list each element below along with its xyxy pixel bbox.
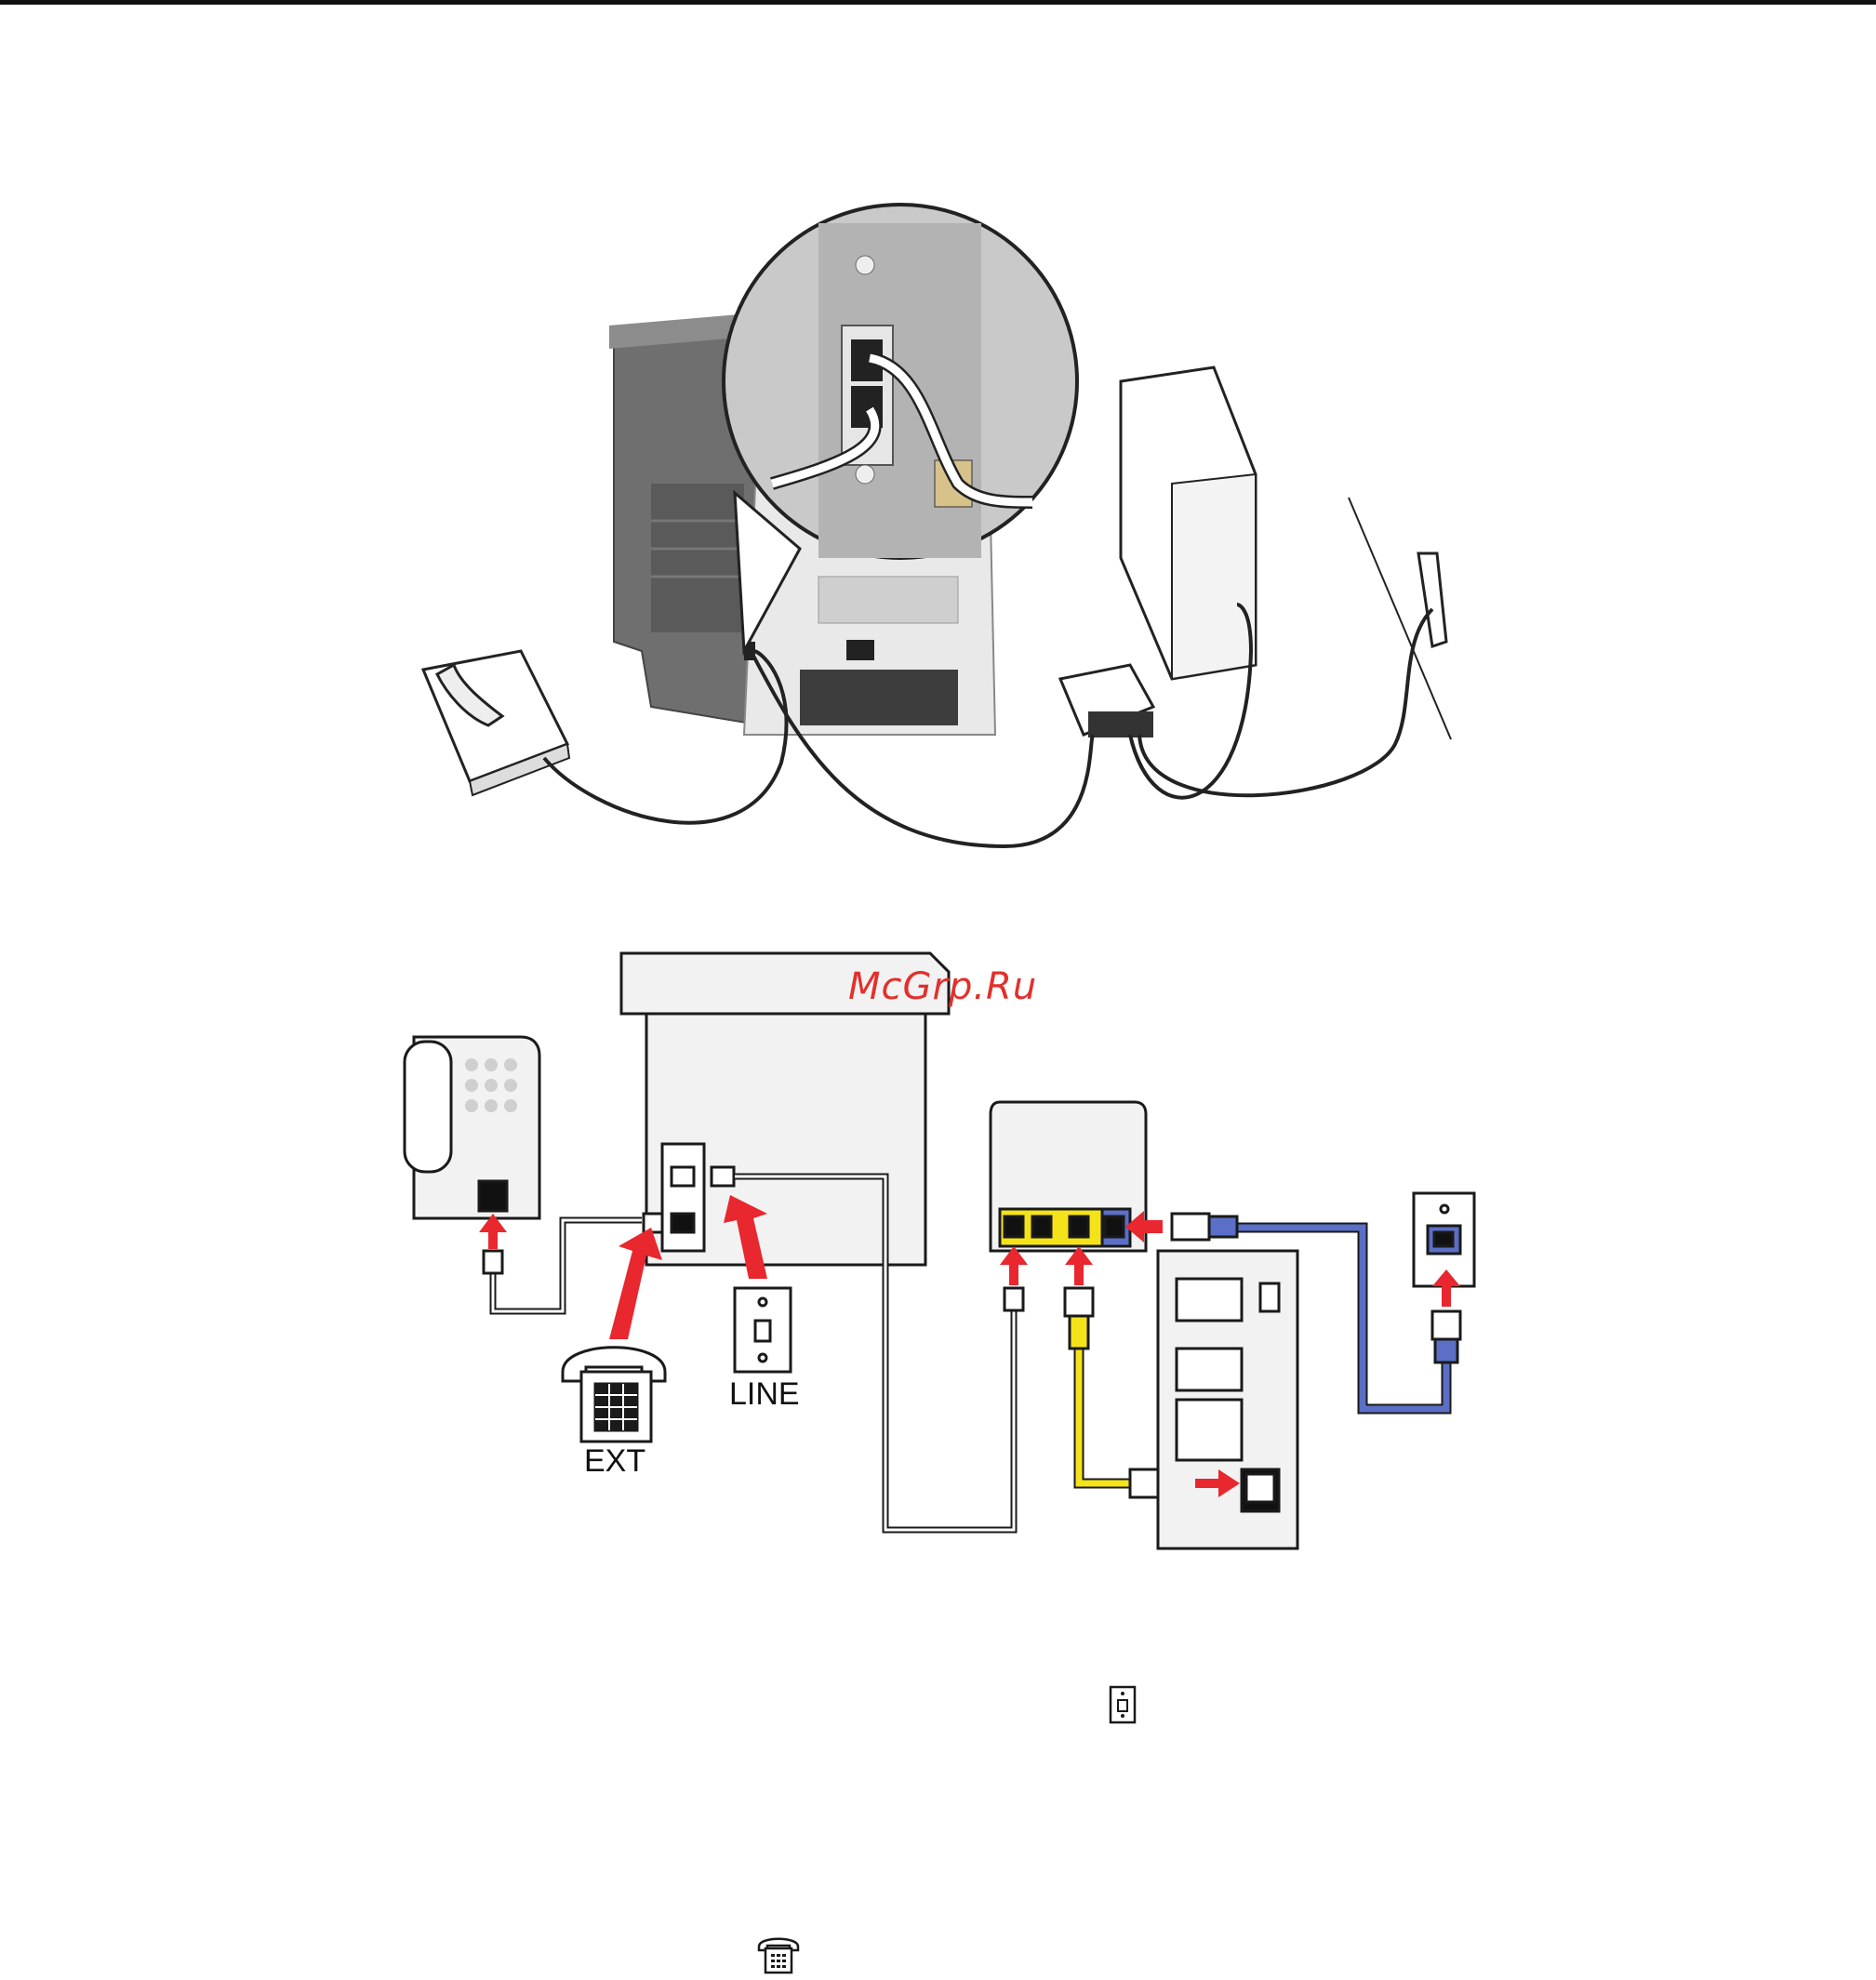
rj11-plug-modem <box>1005 1288 1023 1310</box>
watermark: McGrp.Ru <box>848 965 1037 1008</box>
wall-jack-schematic <box>1414 1193 1474 1286</box>
computer-illustration <box>1121 367 1256 679</box>
ethernet-plug-computer <box>1130 1469 1158 1497</box>
ethernet-cable <box>1079 1302 1130 1483</box>
dsl-plug-modem <box>1172 1214 1209 1240</box>
phone-illustration <box>423 651 569 795</box>
dsl-cable-outline <box>1237 1228 1446 1409</box>
ethernet-boot-modem <box>1070 1316 1088 1349</box>
line-label: LINE <box>729 1376 800 1412</box>
arrow-phone-port <box>479 1214 507 1249</box>
dsl-modem-schematic <box>991 1102 1146 1251</box>
ext-cable-inner <box>493 1220 642 1311</box>
red-arrows <box>479 1195 1460 1497</box>
computer-schematic <box>1158 1251 1297 1548</box>
ethernet-plug-modem <box>1065 1288 1093 1316</box>
arrow-modem-dsl <box>1125 1211 1163 1242</box>
ext-cable <box>493 1220 642 1311</box>
wall-jack-icon <box>1109 1685 1137 1724</box>
line-cable-inner <box>735 1176 1014 1530</box>
desk-phone-icon <box>756 1934 801 1975</box>
ext-phone-icon <box>563 1348 665 1442</box>
dsl-boot-wall <box>1435 1339 1457 1362</box>
rj11-plug-phone <box>484 1251 502 1273</box>
dsl-plug-wall <box>1432 1311 1460 1339</box>
dsl-boot-modem <box>1209 1216 1237 1237</box>
phone-schematic <box>405 1037 539 1218</box>
ethernet-cable-outline <box>1079 1302 1130 1483</box>
arrow-modem-ethernet <box>1065 1246 1093 1285</box>
connection-illustration <box>0 0 1876 865</box>
arrow-ext-port <box>609 1228 662 1339</box>
arrow-modem-line <box>1000 1246 1028 1285</box>
line-wall-plate <box>735 1288 791 1372</box>
arrow-line-port <box>724 1195 767 1279</box>
arrow-computer-port <box>1195 1469 1240 1497</box>
dsl-modem-illustration <box>1060 665 1153 738</box>
ext-label: EXT <box>584 1443 645 1479</box>
wall-jack-illustration <box>1349 498 1451 739</box>
line-cable <box>735 1176 1014 1530</box>
dsl-cable <box>1237 1228 1446 1409</box>
arrow-wall-jack <box>1432 1269 1460 1307</box>
